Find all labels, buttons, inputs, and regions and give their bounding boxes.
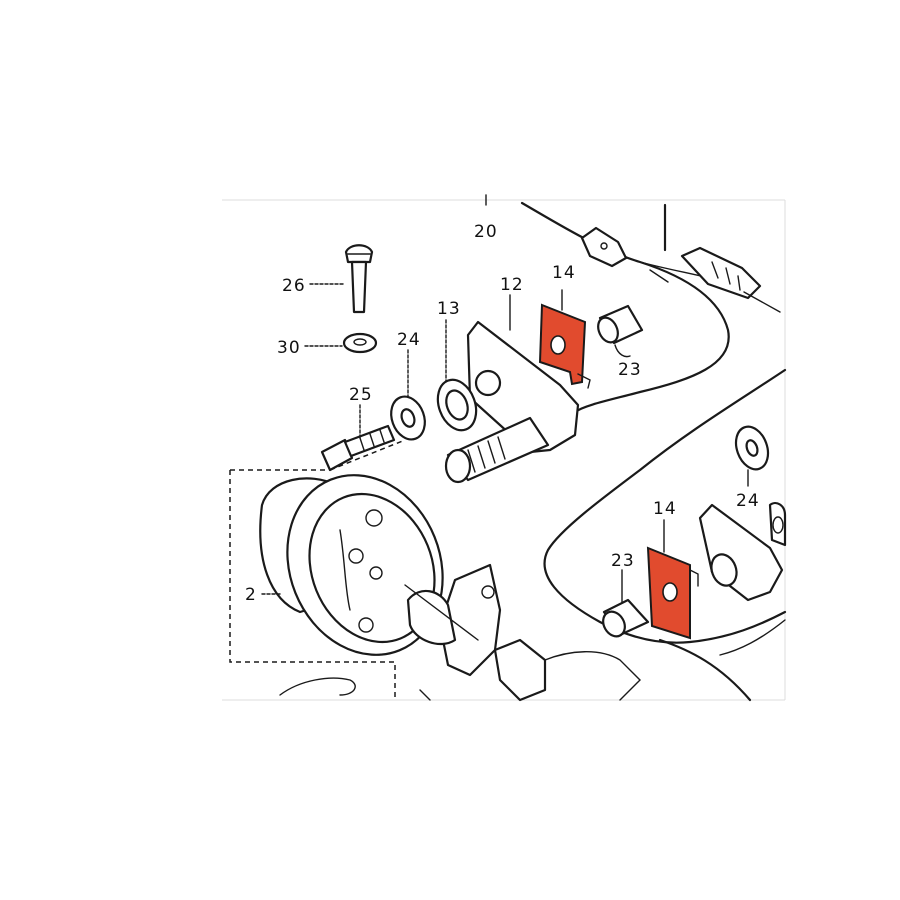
housing-part-2 xyxy=(259,474,444,656)
callout-24-lower: 24 xyxy=(736,491,760,511)
washer-part-24-upper xyxy=(390,395,426,441)
callout-14-lower: 14 xyxy=(653,499,677,519)
bearing-part-13 xyxy=(436,378,478,432)
callout-labels: 20 26 12 14 13 30 24 23 25 14 24 23 2 xyxy=(245,222,760,605)
callout-13: 13 xyxy=(437,299,461,319)
callout-23-lower: 23 xyxy=(611,551,635,571)
lever-bracket xyxy=(279,563,752,702)
callout-23-upper: 23 xyxy=(618,360,642,380)
assembly-bracket xyxy=(229,439,406,700)
callout-25: 25 xyxy=(349,385,373,405)
washer-part-30 xyxy=(342,332,378,354)
bolt-part-26 xyxy=(344,244,374,314)
sleeve-part-23-upper xyxy=(597,304,644,345)
callout-20: 20 xyxy=(474,222,498,242)
callout-24-upper: 24 xyxy=(397,330,421,350)
lower-right-plate xyxy=(698,501,787,602)
plate-part-12 xyxy=(444,320,580,484)
callout-12: 12 xyxy=(500,275,524,295)
leader-lines xyxy=(261,194,749,603)
scan-frame xyxy=(222,199,786,701)
callout-2: 2 xyxy=(245,585,257,605)
highlighted-part-14-lower xyxy=(646,546,699,640)
sleeve-part-23-lower xyxy=(602,598,650,638)
washer-part-24-lower xyxy=(734,425,770,471)
bolt-part-25 xyxy=(320,424,396,472)
highlighted-part-14-upper xyxy=(538,303,591,389)
callout-26: 26 xyxy=(282,276,306,296)
callout-14-upper: 14 xyxy=(552,263,576,283)
cable-end-fittings xyxy=(580,203,781,313)
callout-30: 30 xyxy=(277,338,301,358)
